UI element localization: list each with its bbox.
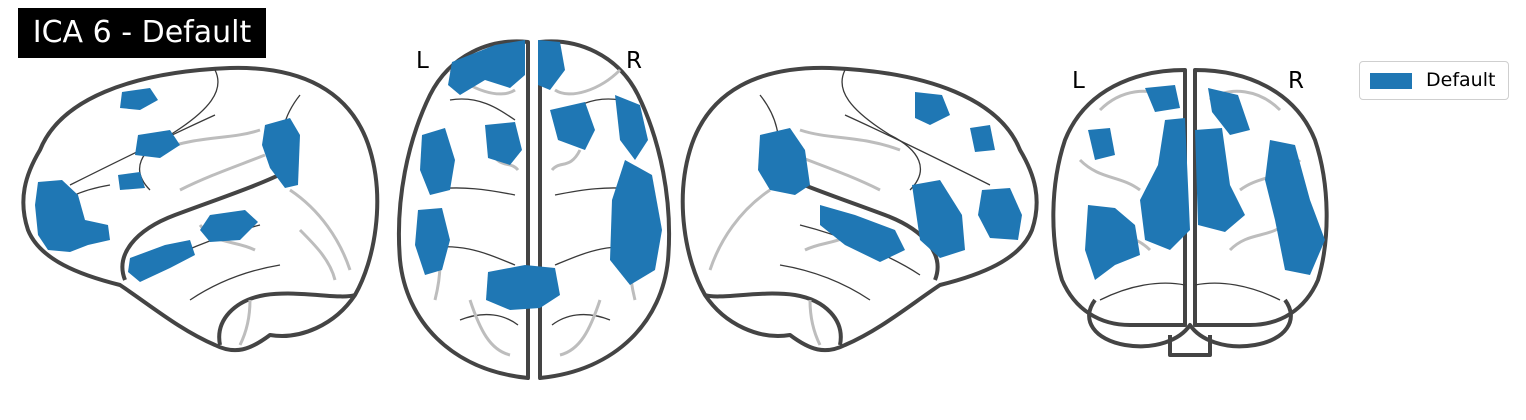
temporal-lobe-outline-left	[120, 170, 286, 281]
legend-label: Default	[1426, 69, 1496, 91]
axial-right-label: R	[626, 48, 642, 74]
brain-outline-coronal-left	[1051, 68, 1187, 327]
brainstem-outline-coronal	[1168, 335, 1212, 357]
activation-blob-left-lateral-axial	[415, 208, 450, 275]
activation-blob-posterior-axial	[486, 265, 560, 310]
cerebellum-outline-right	[704, 291, 843, 346]
activation-blob-coronal-right-lateral	[1265, 140, 1325, 275]
coronal-left-label: L	[1072, 68, 1085, 94]
activation-blob-coronal-midline	[1140, 118, 1190, 250]
midline-fissure	[526, 42, 542, 378]
activation-blob-coronal-superior-right	[1208, 88, 1250, 135]
activation-blob-temporal-right	[820, 205, 905, 262]
brain-outline-sagittal-left	[21, 65, 380, 353]
brain-outline-sagittal-right	[680, 65, 1039, 353]
activation-blob-small-left	[118, 172, 145, 190]
activation-blob-temporal-left	[200, 210, 258, 242]
brain-outline-axial-right-hemisphere	[538, 39, 672, 380]
activation-blob-occipital-right	[978, 188, 1022, 240]
activation-blob-left-frontal-axial	[420, 128, 455, 195]
activation-blob-parietal-right	[912, 180, 965, 258]
activation-blob-left-medial-axial	[485, 122, 522, 165]
activation-blob-coronal-left-lateral	[1085, 205, 1140, 280]
sagittal-left-view	[21, 65, 380, 353]
legend-swatch	[1370, 73, 1412, 89]
activation-blob-parietal-left	[262, 118, 300, 188]
activation-blob-coronal-superior-left	[1145, 85, 1180, 112]
axial-left-label: L	[416, 48, 429, 74]
activation-blob-frontal-right	[758, 128, 810, 195]
activation-blob-frontal-pole-axial	[448, 40, 525, 95]
sagittal-right-view	[680, 65, 1039, 353]
figure-title: ICA 6 - Default	[18, 8, 266, 58]
coronal-view: L R	[1051, 68, 1329, 357]
activation-blob-frontal-pole-axial-right	[538, 40, 565, 90]
cerebellum-outline-coronal	[1087, 298, 1293, 349]
activation-blob-right-medial-axial	[550, 102, 595, 150]
axial-view: L R	[396, 39, 672, 380]
activation-blob-coronal-right-mid	[1195, 128, 1245, 232]
activation-blob-mid-left	[135, 130, 180, 158]
brain-outline-axial-left-hemisphere	[396, 39, 530, 380]
activation-blob-temporal-inferior-left	[128, 240, 195, 282]
activation-blob-frontal-left	[35, 180, 110, 252]
legend: Default	[1359, 61, 1509, 100]
activation-blob-small-right	[970, 125, 995, 152]
cerebellum-outline-left	[217, 291, 356, 346]
activation-blob-right-lateral-axial	[610, 160, 662, 285]
activation-blob-superior-right	[915, 92, 950, 125]
activation-blob-right-frontal-axial	[615, 95, 648, 160]
brain-outline-coronal-right	[1193, 68, 1329, 327]
activation-blob-superior-left	[120, 88, 158, 110]
coronal-right-label: R	[1288, 68, 1304, 94]
activation-blob-coronal-left-upper	[1088, 128, 1115, 160]
